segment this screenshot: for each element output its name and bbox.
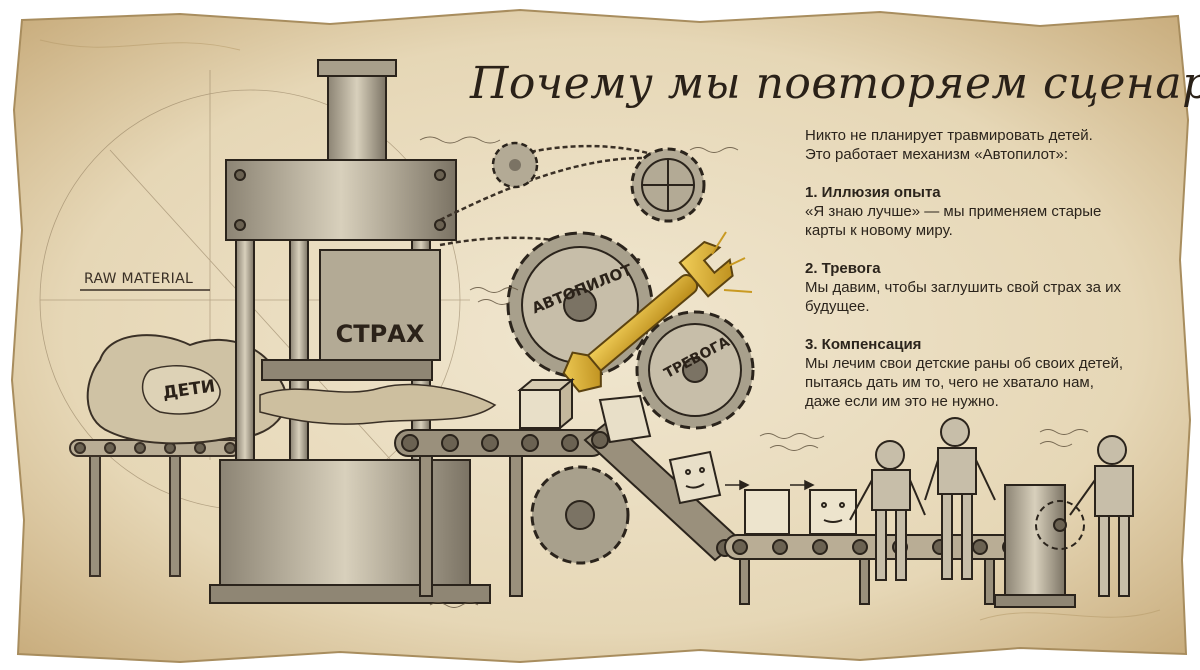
point-2-heading: 2. Тревога [805, 260, 881, 277]
cube-blank [517, 377, 575, 431]
cube-face-1 [668, 450, 722, 505]
gear-top-right [630, 147, 706, 223]
hydraulic-press [209, 59, 491, 604]
gear-lower [530, 465, 630, 565]
robot-1 [849, 440, 926, 581]
cube-output-1 [744, 489, 790, 535]
cube-output-face [809, 489, 857, 535]
press-plate-label: СТРАХ [335, 320, 425, 348]
raw-material-label: RAW MATERIAL [84, 271, 194, 287]
intro-line-1: Никто не планирует травмировать детей. [805, 127, 1093, 144]
point-1-heading: 1. Иллюзия опыта [805, 184, 941, 201]
point-2-line-2: будущее. [805, 298, 870, 315]
intro-line-2: Это работает механизм «Автопилот»: [805, 146, 1069, 163]
page-title: Почему мы повторяем сценарий? [470, 58, 1200, 109]
point-3-line-1: Мы лечим свои детские раны об своих дете… [805, 355, 1124, 372]
point-1-line-2: карты к новому миру. [805, 222, 953, 239]
point-3-line-2: пытаясь дать им то, чего не хватало нам, [805, 374, 1094, 391]
crank-machine [994, 484, 1085, 608]
cube-tilted [598, 394, 652, 444]
gear-anxiety [635, 310, 755, 430]
incline-conveyor [583, 418, 742, 562]
robot-2 [924, 417, 996, 580]
robot-3 [1069, 435, 1134, 597]
explanation-panel: Никто не планирует травмировать детей. Э… [805, 126, 1165, 411]
point-2-line-1: Мы давим, чтобы заглушить свой страх за … [805, 279, 1121, 296]
point-3-heading: 3. Компенсация [805, 336, 922, 353]
point-3-line-3: даже если им это не нужно. [805, 393, 999, 410]
gear-small [491, 141, 539, 189]
point-1-line-1: «Я знаю лучше» — мы применяем старые [805, 203, 1102, 220]
main-conveyor [394, 429, 606, 597]
